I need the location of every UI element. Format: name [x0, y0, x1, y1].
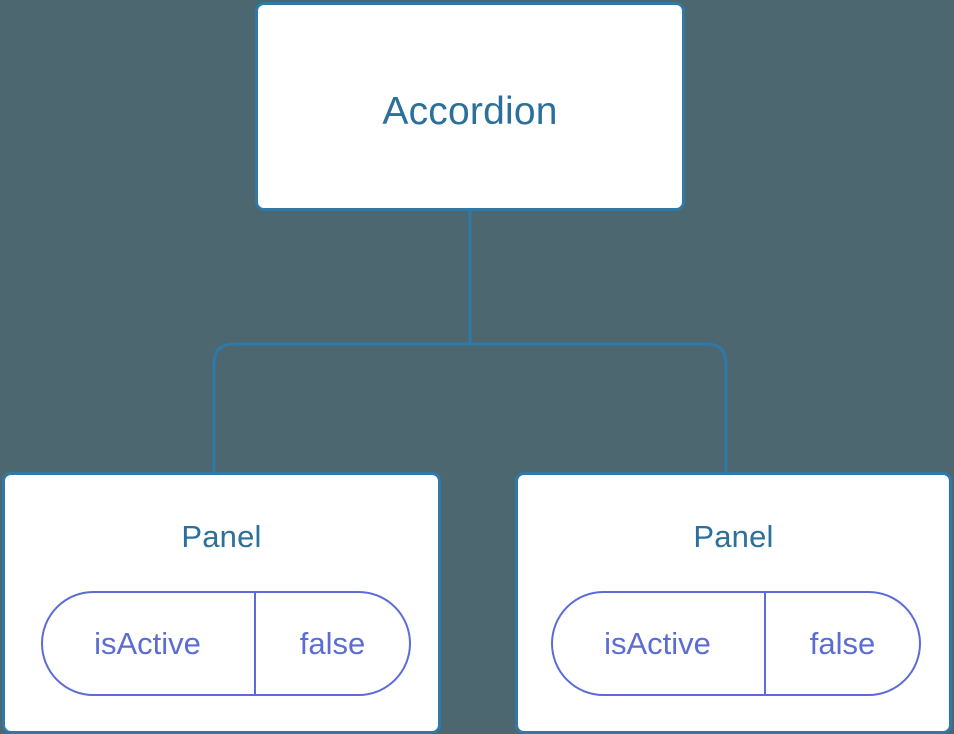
state-pill-panel-1[interactable]: isActive false: [41, 591, 411, 696]
state-pill-panel-1-value: false: [299, 625, 366, 661]
node-accordion-title: Accordion: [382, 90, 558, 133]
node-panel-1-title: Panel: [181, 519, 262, 554]
node-panel-2-title: Panel: [693, 519, 774, 554]
state-pill-panel-2-value: false: [809, 625, 876, 661]
state-pill-panel-2-key: isActive: [553, 593, 766, 694]
connector-branch-right: [470, 342, 728, 474]
node-accordion[interactable]: Accordion: [255, 2, 685, 211]
connector-branch-left: [212, 342, 470, 474]
state-pill-panel-2[interactable]: isActive false: [551, 591, 921, 696]
node-panel-2[interactable]: Panel isActive false: [515, 472, 952, 734]
node-panel-1[interactable]: Panel isActive false: [2, 472, 441, 734]
state-pill-panel-1-key: isActive: [43, 593, 256, 694]
